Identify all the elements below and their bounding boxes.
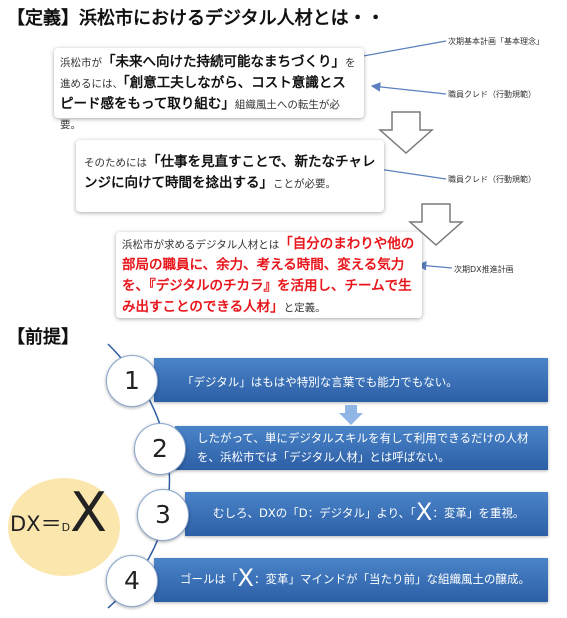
connector-arrow [416,260,453,271]
box2-text-b: ことが必要。 [273,178,336,190]
premise-text-4b: ：変革」マインドが「当たり前」な組織風土の醸成。 [253,572,530,586]
premise-bar-2: したがって、単にデジタルスキルを有して利用できるだけの人材を、浜松市では「デジタ… [175,426,548,470]
x-letter: X [237,564,254,592]
step-number-2: 2 [134,423,186,475]
dx-text: DX [10,512,41,536]
premise-text-3a: むしろ、DXの「D：デジタル」より、「 [213,506,416,520]
definition-box-1: 浜松市が「未来へ向けた持続可能なまちづくり」を進めるには、「創意工夫しながら、コ… [54,48,364,131]
premise-text-3b: ：変革」を重視。 [432,506,525,520]
premise-bar-3: むしろ、DXの「D：デジタル」より、「X：変革」を重視。 [185,492,548,536]
dx-d-small: D [61,521,71,534]
box3-text-a: 浜松市が求めるデジタル人材とは [122,239,280,251]
connector-arrow [370,164,447,180]
box1-emphasis-a: 「未来へ向けた持続可能なまちづくり」 [102,54,345,70]
step-number-1: 1 [106,355,158,407]
box2-emphasis: 「仕事を見直すことで、新たなチャレンジに向けて時間を捻出する」 [84,154,376,191]
dx-x-large: X [70,481,108,544]
step-number-4: 4 [106,555,158,607]
step-number-3: 3 [137,489,189,541]
label-basic-plan: 次期基本計画「基本理念」 [448,37,544,46]
down-arrow-icon [339,405,363,425]
premise-bar-1: 「デジタル」はもはや特別な言葉でも能力でもない。 [154,358,548,402]
label-credo-1: 職員クレド（行動規範） [448,90,536,99]
down-arrow-icon [408,203,464,247]
definition-heading: 【定義】浜松市におけるデジタル人材とは・・ [7,8,385,29]
premise-text-1: 「デジタル」はもはや特別な言葉でも能力でもない。 [182,375,458,389]
label-dx-plan: 次期DX推進計画 [454,265,514,274]
box2-text-a: そのためには [84,157,147,169]
dx-equation: DX＝DX [10,486,107,540]
connector-arrow [370,82,447,95]
definition-box-2: そのためには「仕事を見直すことで、新たなチャレンジに向けて時間を捻出する」ことが… [76,140,384,212]
down-arrow-icon [378,111,434,155]
box3-emphasis: 「自分のまわりや他の部局の職員に、余力、考える時間、変える気力を、『デジタルのチ… [122,236,415,315]
box1-text-a: 浜松市が [60,57,102,69]
dx-equation-oval [8,478,120,576]
box1-text-c: 組織風土への転生が必要。 [60,99,340,131]
box1-text-b: を進めるには、 [60,57,356,90]
premise-heading: 【前提】 [7,327,79,348]
x-letter: X [415,498,433,526]
box3-text-b: と定義。 [283,302,326,314]
label-credo-2: 職員クレド（行動規範） [448,175,536,184]
definition-box-3: 浜松市が求めるデジタル人材とは「自分のまわりや他の部局の職員に、余力、考える時間… [116,232,422,318]
dx-equals: ＝ [40,512,62,536]
box1-emphasis-b: 「創意工夫しながら、コスト意識とスピード感をもって取り組む」 [60,75,346,112]
premise-text-4a: ゴールは「 [180,572,238,586]
premise-text-2: したがって、単にデジタルスキルを有して利用できるだけの人材を、浜松市では「デジタ… [197,431,529,464]
premise-bar-4: ゴールは「X：変革」マインドが「当たり前」な組織風土の醸成。 [154,558,548,602]
